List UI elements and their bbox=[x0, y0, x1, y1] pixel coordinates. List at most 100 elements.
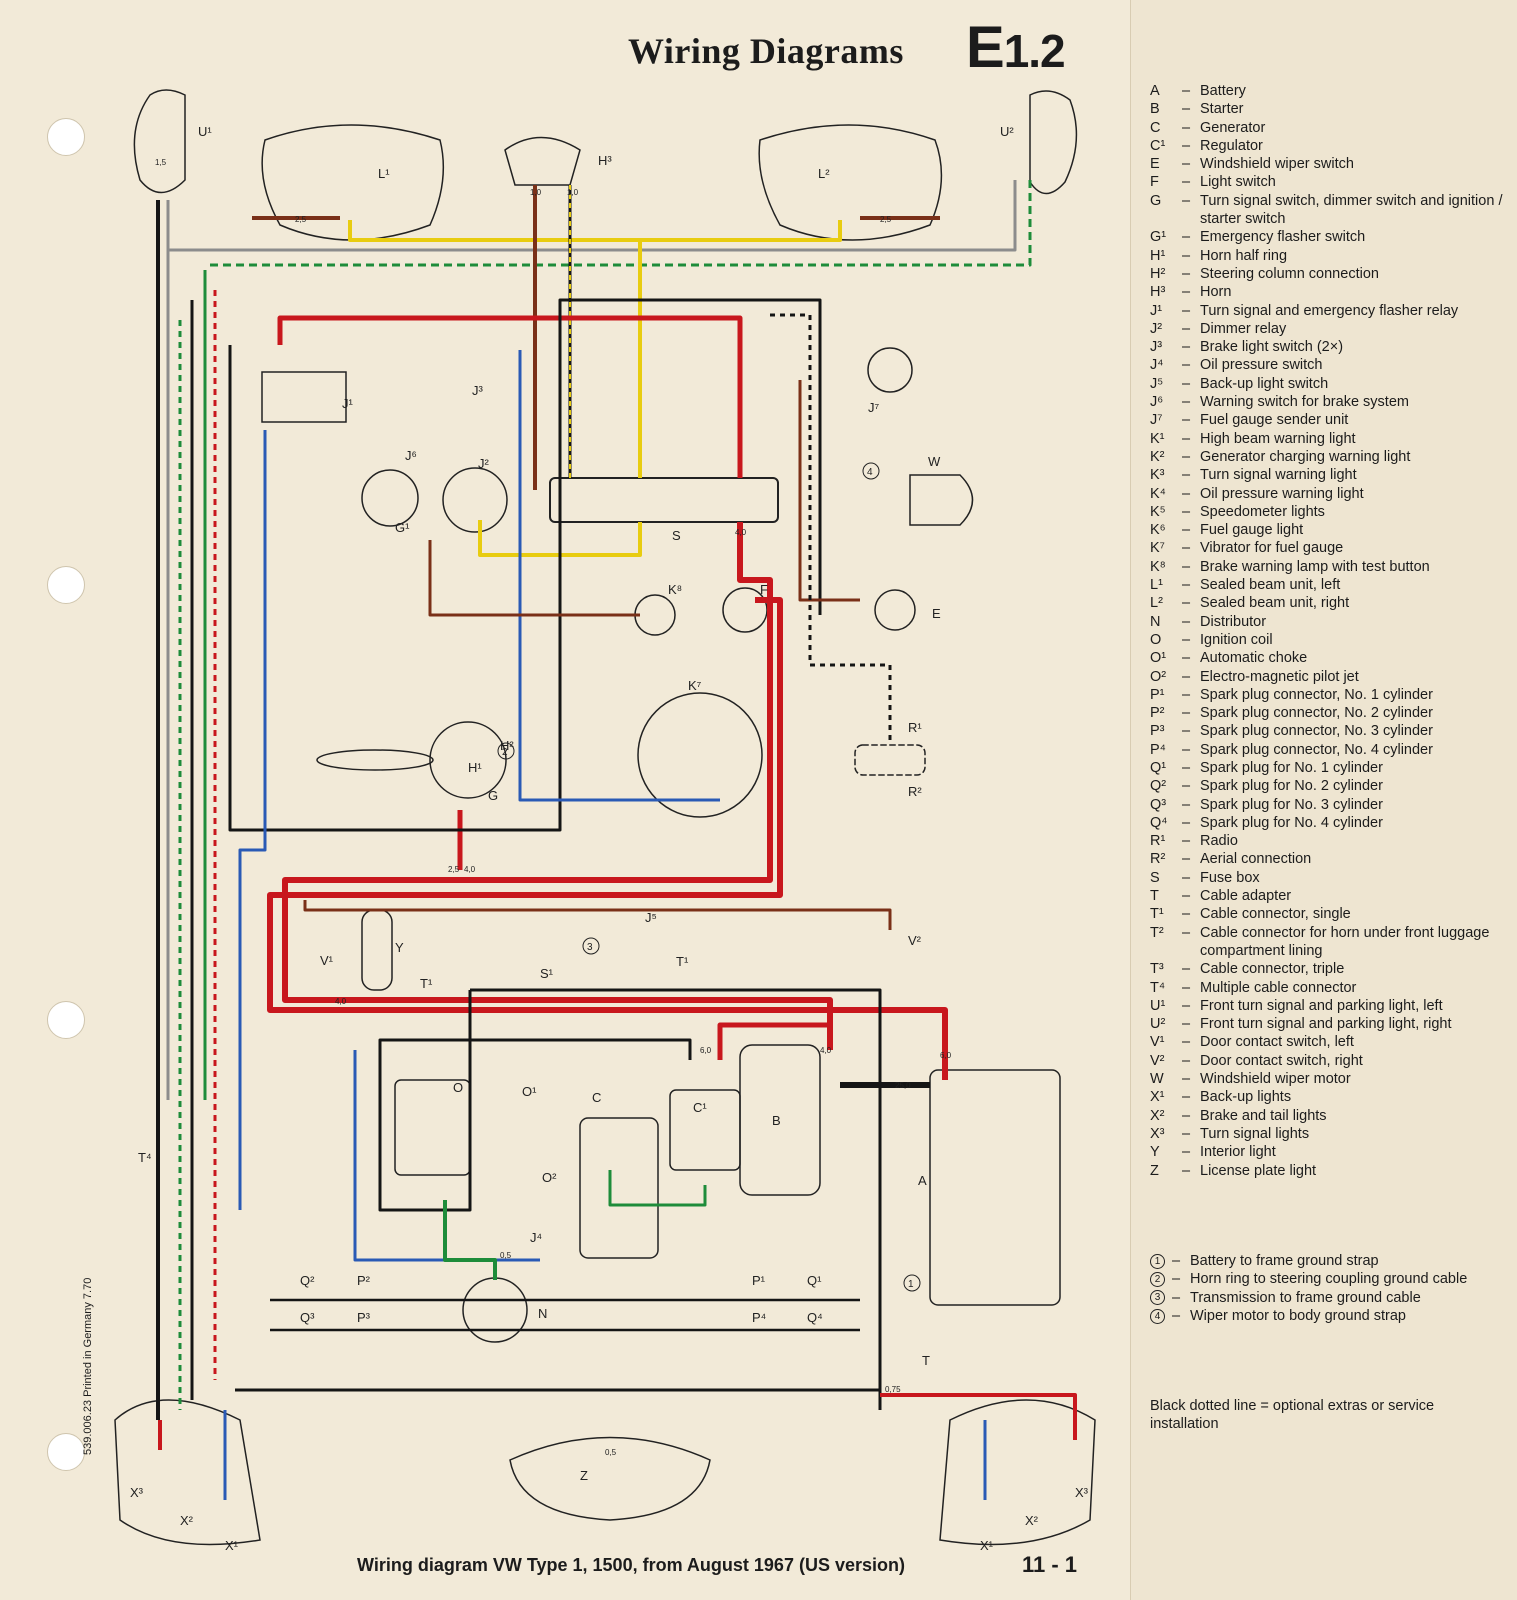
ground-key-circle: 2 bbox=[1150, 1271, 1165, 1287]
legend-dash: – bbox=[1182, 979, 1191, 996]
legend-dash: – bbox=[1182, 851, 1191, 868]
legend-key: K³ bbox=[1150, 467, 1165, 484]
label-h2: H² bbox=[500, 738, 514, 753]
legend-dash: – bbox=[1182, 1125, 1191, 1142]
ground-marker bbox=[497, 742, 515, 760]
binder-hole bbox=[47, 118, 85, 156]
legend-item: K⁸–Brake warning lamp with test button bbox=[1150, 558, 1510, 576]
steering-column bbox=[316, 749, 434, 771]
legend-dash: – bbox=[1182, 448, 1191, 465]
legend-item: K¹–High beam warning light bbox=[1150, 430, 1510, 448]
interior-light bbox=[361, 909, 393, 991]
legend-item: G–Turn signal switch, dimmer switch and … bbox=[1150, 192, 1510, 229]
distributor bbox=[462, 1277, 528, 1343]
legend-item: J⁷–Fuel gauge sender unit bbox=[1150, 411, 1510, 429]
legend-text: High beam warning light bbox=[1200, 430, 1356, 447]
dimmer-relay bbox=[442, 467, 508, 533]
legend-text: Sealed beam unit, left bbox=[1200, 577, 1341, 594]
gauge-label: 2,5 bbox=[880, 215, 892, 224]
fuse-box bbox=[549, 477, 779, 523]
label-l2: L² bbox=[818, 166, 830, 181]
legend-item: K³–Turn signal warning light bbox=[1150, 466, 1510, 484]
headlight-left bbox=[261, 124, 445, 241]
legend-key: G bbox=[1150, 192, 1162, 209]
wire-black bbox=[228, 298, 822, 832]
wire-brown bbox=[303, 900, 892, 930]
legend-item: X¹–Back-up lights bbox=[1150, 1088, 1510, 1106]
gauge-label: 6,0 bbox=[940, 1051, 952, 1060]
legend-dash: – bbox=[1182, 394, 1191, 411]
ground-marker bbox=[903, 1274, 921, 1292]
label-j6: J⁶ bbox=[405, 448, 417, 463]
legend-key: V¹ bbox=[1150, 1034, 1165, 1051]
wire-red bbox=[717, 1022, 830, 1060]
legend-text: Light switch bbox=[1200, 174, 1276, 191]
label-s1: S¹ bbox=[540, 966, 554, 981]
legend-dash: – bbox=[1182, 686, 1191, 703]
page-number: 11 - 1 bbox=[1022, 1552, 1078, 1577]
legend-dash: – bbox=[1182, 613, 1191, 630]
legend-item: K⁷–Vibrator for fuel gauge bbox=[1150, 539, 1510, 557]
legend-key: J⁵ bbox=[1150, 375, 1164, 392]
legend-text: Aerial connection bbox=[1200, 851, 1312, 868]
wire-yellow bbox=[348, 220, 842, 242]
ground-dash: – bbox=[1172, 1253, 1181, 1269]
legend-text: Generator charging warning light bbox=[1200, 448, 1411, 465]
wires bbox=[156, 180, 1077, 1500]
legend-text: Battery bbox=[1200, 83, 1246, 99]
legend-key: T² bbox=[1150, 924, 1164, 941]
label-v1: V¹ bbox=[320, 953, 334, 968]
ground-key: 2 bbox=[1150, 1270, 1172, 1288]
legend-key: U² bbox=[1150, 1016, 1166, 1033]
ground-key-circle: 1 bbox=[1150, 1253, 1165, 1269]
section-code: E1.2 bbox=[966, 14, 1066, 81]
gauge-label: 0,5 bbox=[500, 1251, 512, 1260]
legend-text: Radio bbox=[1200, 833, 1238, 850]
label-s: S bbox=[672, 528, 681, 543]
legend-key: K⁴ bbox=[1150, 485, 1166, 502]
legend-key: P⁴ bbox=[1150, 741, 1166, 758]
legend-item: H³–Horn bbox=[1150, 283, 1510, 301]
legend-item: J¹–Turn signal and emergency flasher rel… bbox=[1150, 302, 1510, 320]
legend-item: J⁶–Warning switch for brake system bbox=[1150, 393, 1510, 411]
legend-text: Spark plug for No. 4 cylinder bbox=[1200, 814, 1383, 831]
legend-dash: – bbox=[1182, 229, 1191, 246]
legend-text: Horn bbox=[1200, 284, 1232, 301]
legend-dash: – bbox=[1182, 1016, 1191, 1033]
legend-item: J²–Dimmer relay bbox=[1150, 320, 1510, 338]
ground-key-circle: 4 bbox=[1150, 1308, 1165, 1324]
legend-key: A bbox=[1150, 83, 1160, 99]
legend-key: J² bbox=[1150, 320, 1163, 337]
gauge-label: 0,5 bbox=[605, 1448, 617, 1457]
legend-key: T¹ bbox=[1150, 906, 1164, 923]
legend-item: Z–License plate light bbox=[1150, 1162, 1510, 1180]
dotted-line-note: Black dotted line = optional extras or s… bbox=[1150, 1398, 1435, 1432]
ground-text: Horn ring to steering coupling ground ca… bbox=[1190, 1271, 1468, 1288]
component-labels: U¹ U² L¹ L² H³ J¹ J³ J⁶ J² G¹ J⁷ S F K⁸ … bbox=[130, 124, 1089, 1553]
legend-key: P³ bbox=[1150, 723, 1165, 740]
ground-marker bbox=[582, 937, 600, 955]
legend-text: Starter bbox=[1200, 101, 1244, 118]
legend-text: Speedometer lights bbox=[1200, 503, 1325, 520]
legend-item: V²–Door contact switch, right bbox=[1150, 1052, 1510, 1070]
rear-light-right bbox=[939, 1399, 1096, 1546]
wire-gauge-labels: 1,5 2,5 2,5 1,0 1,0 4,0 2,5 4,0 4,0 6,0 … bbox=[155, 158, 952, 1457]
gauge-label: 4,0 bbox=[335, 997, 347, 1006]
legend-item: Q²–Spark plug for No. 2 cylinder bbox=[1150, 777, 1510, 795]
legend-text: Cable connector, triple bbox=[1200, 961, 1345, 978]
legend-item: K⁴–Oil pressure warning light bbox=[1150, 485, 1510, 503]
legend-item: P³–Spark plug connector, No. 3 cylinder bbox=[1150, 722, 1510, 740]
radio bbox=[854, 744, 926, 776]
legend-key: Q⁴ bbox=[1150, 814, 1168, 831]
legend-item: R¹–Radio bbox=[1150, 832, 1510, 850]
legend-text: Interior light bbox=[1200, 1144, 1276, 1161]
label-j5: J⁵ bbox=[645, 910, 657, 925]
label-k8: K⁸ bbox=[668, 582, 682, 597]
legend-key: K¹ bbox=[1150, 430, 1165, 447]
label-p1: P¹ bbox=[752, 1273, 766, 1288]
label-h1: H¹ bbox=[468, 760, 482, 775]
legend-dash: – bbox=[1182, 888, 1191, 905]
label-t1: T¹ bbox=[420, 976, 433, 991]
legend-text: Distributor bbox=[1200, 613, 1267, 630]
legend-text: Turn signal switch, dimmer switch and ig… bbox=[1200, 192, 1503, 228]
